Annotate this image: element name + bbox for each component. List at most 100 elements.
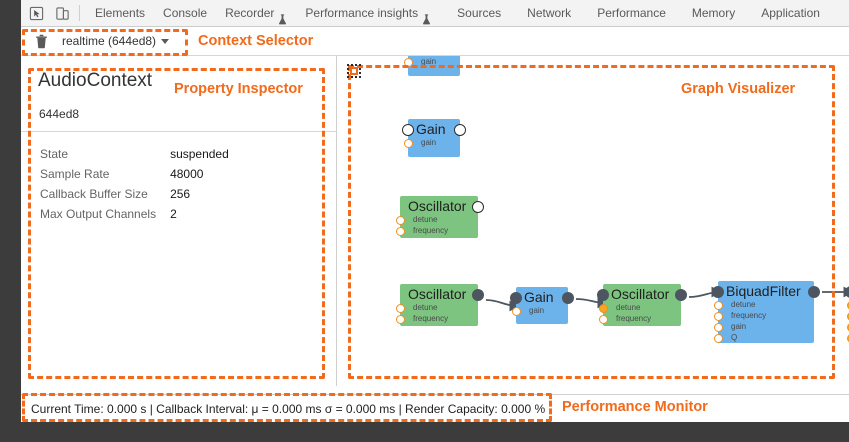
graph-node-param-label: Q xyxy=(731,333,738,342)
graph-node-output-port[interactable] xyxy=(675,289,687,301)
graph-node-param-port[interactable] xyxy=(396,304,405,313)
graph-node-input-port[interactable] xyxy=(712,286,724,298)
graph-node-param-label: frequency xyxy=(413,314,449,323)
page-title: AudioContext xyxy=(38,70,153,91)
context-selector-value: realtime (644ed8) xyxy=(62,34,157,48)
tab-label: Network xyxy=(527,6,572,20)
tab-console[interactable]: Console xyxy=(154,0,216,26)
tab-application[interactable]: Application xyxy=(752,0,829,26)
tab-recorder[interactable]: Recorder xyxy=(216,0,296,26)
webaudio-panel-body: AudioContext 644ed8 State suspended Samp… xyxy=(21,56,849,422)
graph-node-input-port[interactable] xyxy=(402,124,414,136)
graph-node-title: Oscillator xyxy=(611,286,670,302)
graph-node-title: Gain xyxy=(416,121,446,137)
property-key: Max Output Channels xyxy=(40,207,157,221)
graph-node-output-port[interactable] xyxy=(472,289,484,301)
graph-node-param-label: detune xyxy=(413,215,438,224)
graph-node-param-port[interactable] xyxy=(396,315,405,324)
graph-node-input-port[interactable] xyxy=(845,286,849,298)
property-inspector-panel: AudioContext 644ed8 State suspended Samp… xyxy=(21,56,337,386)
tab-label: Memory xyxy=(691,6,736,20)
tab-label: Elements xyxy=(95,6,146,20)
graph-node-param-label: gain xyxy=(731,322,747,331)
graph-node-input-port[interactable] xyxy=(510,292,522,304)
graph-node-param-label: frequency xyxy=(731,311,767,320)
tab-label: Recorder xyxy=(225,6,275,20)
context-selector-dropdown[interactable]: realtime (644ed8) xyxy=(58,32,173,50)
property-key: Callback Buffer Size xyxy=(40,187,148,201)
graph-node-param-label: frequency xyxy=(413,226,449,235)
table-row: Sample Rate 48000 xyxy=(40,164,229,184)
context-id-label: 644ed8 xyxy=(39,107,80,121)
property-key: State xyxy=(40,147,69,161)
graph-node-output-port[interactable] xyxy=(808,286,820,298)
tab-label: Sources xyxy=(457,6,502,20)
graph-node-input-port[interactable] xyxy=(597,289,609,301)
graph-node-param-port[interactable] xyxy=(599,304,608,313)
tab-network[interactable]: Network xyxy=(518,0,580,26)
graph-node-title: Oscillator xyxy=(408,198,467,214)
graph-visualizer-canvas[interactable]: GaingainGaingainOscillatordetunefrequenc… xyxy=(338,56,849,386)
flask-icon xyxy=(422,8,431,24)
devtools-tabbar: Elements Console Recorder Performance in… xyxy=(21,0,849,27)
tab-label: Application xyxy=(761,6,820,20)
graph-node-param-label: detune xyxy=(616,303,641,312)
graph-node-param-port[interactable] xyxy=(599,315,608,324)
graph-node-param-port[interactable] xyxy=(396,227,405,236)
graph-node-param-port[interactable] xyxy=(714,312,723,321)
graph-node-param-port[interactable] xyxy=(714,301,723,310)
graph-node-param-label: frequency xyxy=(616,314,652,323)
property-value: 256 xyxy=(170,187,191,201)
graph-node-param-label: detune xyxy=(731,300,756,309)
property-value: suspended xyxy=(170,147,229,161)
property-value: 2 xyxy=(170,207,177,221)
table-row: State suspended xyxy=(40,144,229,164)
property-table: State suspended Sample Rate 48000 Callba… xyxy=(40,144,229,224)
flask-icon xyxy=(278,8,287,24)
graph-node-title: Gain xyxy=(524,289,554,305)
tab-elements[interactable]: Elements xyxy=(86,0,154,26)
inspect-cursor-icon[interactable] xyxy=(25,2,47,24)
property-key: Sample Rate xyxy=(40,167,110,181)
graph-node-param-label: detune xyxy=(413,303,438,312)
graph-node-title: BiquadFilter xyxy=(726,283,801,299)
window-left-gutter xyxy=(0,0,21,442)
graph-node-param-port[interactable] xyxy=(404,139,413,148)
graph-node-title: Oscillator xyxy=(408,286,467,302)
window-bottom-gutter xyxy=(0,422,849,442)
table-row: Callback Buffer Size 256 xyxy=(40,184,229,204)
graph-node-param-port[interactable] xyxy=(404,58,413,67)
graph-node-param-label: gain xyxy=(421,57,437,66)
tab-label: Performance xyxy=(597,6,666,20)
graph-node-output-port[interactable] xyxy=(562,292,574,304)
tab-memory[interactable]: Memory xyxy=(683,0,744,26)
graph-node-output-port[interactable] xyxy=(472,201,484,213)
trash-icon[interactable] xyxy=(30,30,52,52)
tab-performance[interactable]: Performance xyxy=(588,0,675,26)
tab-sources[interactable]: Sources xyxy=(448,0,510,26)
graph-node-output-port[interactable] xyxy=(454,124,466,136)
tab-label: Console xyxy=(163,6,208,20)
tab-label: Performance insights xyxy=(305,6,419,20)
device-toolbar-icon[interactable] xyxy=(51,2,73,24)
table-row: Max Output Channels 2 xyxy=(40,204,229,224)
performance-monitor-text: Current Time: 0.000 s | Callback Interva… xyxy=(31,401,546,416)
graph-node-param-label: gain xyxy=(529,306,545,315)
divider xyxy=(21,131,337,132)
graph-node-param-label: gain xyxy=(421,138,437,147)
graph-node-param-port[interactable] xyxy=(714,334,723,343)
graph-node-param-port[interactable] xyxy=(714,323,723,332)
graph-node-param-port[interactable] xyxy=(512,307,521,316)
chevron-down-icon xyxy=(161,38,170,44)
tab-performance-insights[interactable]: Performance insights xyxy=(296,0,440,26)
graph-node-param-port[interactable] xyxy=(396,216,405,225)
toolbar-divider xyxy=(79,5,80,21)
